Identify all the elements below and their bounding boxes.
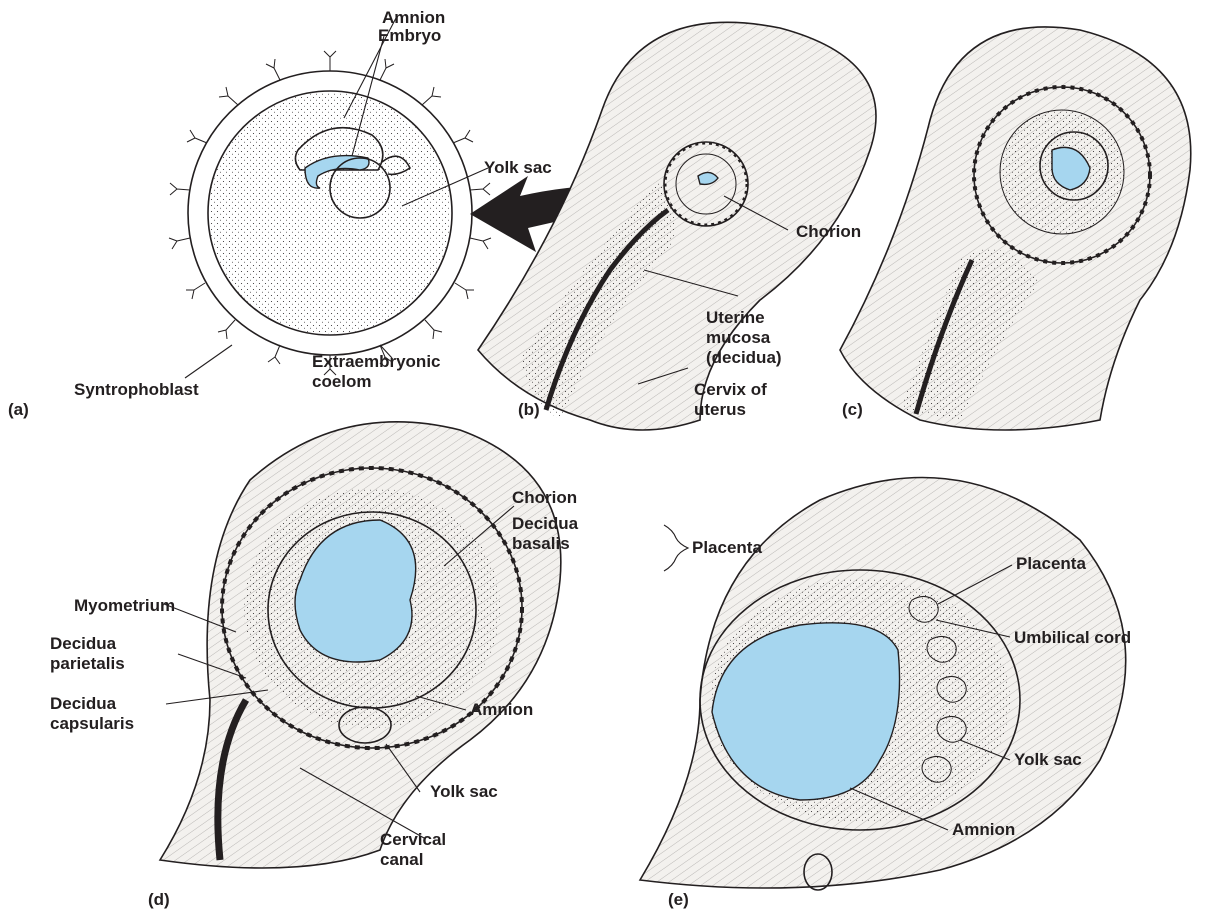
label-yolk-sac-d: Yolk sac: [430, 782, 498, 802]
label-syntrophoblast: Syntrophoblast: [74, 380, 199, 400]
label-decidua-capsularis: Decidua capsularis: [50, 694, 134, 734]
label-decidua-basalis: Decidua basalis: [512, 514, 578, 554]
panel-tag-e: (e): [668, 890, 689, 910]
panel-a-blastocyst: [169, 51, 491, 375]
panel-tag-d: (d): [148, 890, 170, 910]
panel-d-uterus: [160, 422, 561, 868]
panel-tag-b: (b): [518, 400, 540, 420]
panel-tag-a: (a): [8, 400, 29, 420]
label-amnion-d: Amnion: [470, 700, 533, 720]
label-myometrium: Myometrium: [74, 596, 175, 616]
label-umbilical-cord: Umbilical cord: [1014, 628, 1131, 648]
label-cervical-canal: Cervical canal: [380, 830, 446, 870]
label-chorion-d: Chorion: [512, 488, 577, 508]
label-cervix-of-uterus: Cervix of uterus: [694, 380, 767, 420]
label-embryo-a: Embryo: [378, 26, 441, 46]
panel-tag-c: (c): [842, 400, 863, 420]
label-uterine-mucosa: Uterine mucosa (decidua): [706, 308, 782, 368]
label-amnion-e: Amnion: [952, 820, 1015, 840]
label-decidua-parietalis: Decidua parietalis: [50, 634, 125, 674]
coelom-stipple: [209, 92, 451, 334]
panel-c-uterus: [840, 27, 1191, 430]
label-chorion-b: Chorion: [796, 222, 861, 242]
label-yolk-sac-a: Yolk sac: [484, 158, 552, 178]
label-amnion-a: Amnion: [382, 8, 445, 28]
label-extraembryonic-coelom: Extraembryonic coelom: [312, 352, 441, 392]
label-placenta-e: Placenta: [1016, 554, 1086, 574]
label-placenta-d: Placenta: [692, 538, 762, 558]
label-yolk-sac-e: Yolk sac: [1014, 750, 1082, 770]
